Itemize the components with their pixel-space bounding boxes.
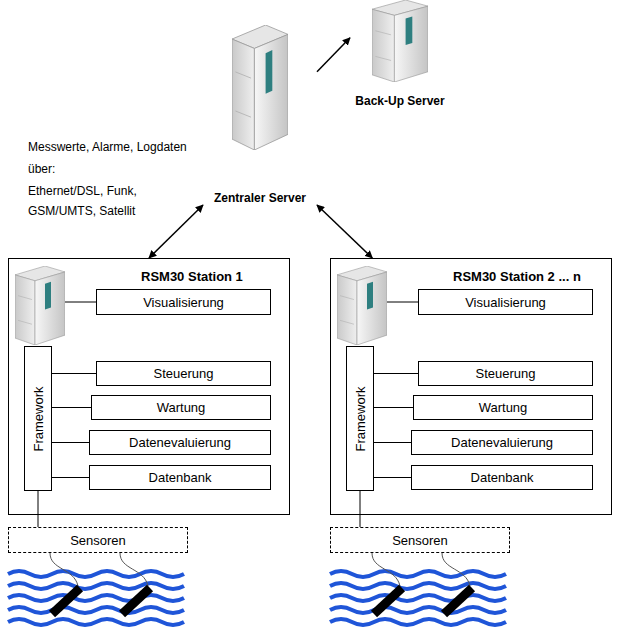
module-box: Datenevaluierung	[411, 430, 593, 455]
module-box: Visualisierung	[418, 289, 593, 315]
module-box: Visualisierung	[96, 289, 271, 315]
server-label: Back-Up Server	[350, 94, 450, 108]
data-arrow	[317, 38, 350, 72]
box-label: Steuerung	[476, 366, 536, 381]
module-box: Datenbank	[411, 465, 593, 490]
sensor-box: Sensoren	[330, 527, 510, 553]
box-label: Visualisierung	[465, 295, 546, 310]
module-box: Datenevaluierung	[89, 430, 271, 455]
box-label: Wartung	[479, 400, 528, 415]
box-label: Visualisierung	[143, 295, 224, 310]
box-label: Datenbank	[471, 470, 534, 485]
link-line	[52, 407, 91, 408]
sensor-box: Sensoren	[8, 527, 188, 553]
box-label: Sensoren	[70, 533, 126, 548]
box-label: Sensoren	[392, 533, 448, 548]
module-box: Wartung	[413, 395, 593, 420]
wire	[65, 302, 96, 303]
data-arrow	[317, 205, 372, 258]
station-box: RSM30 Station 2 ... n VisualisierungFrame…	[330, 258, 612, 515]
transport-note: Messwerte, Alarme, Logdaten	[28, 137, 228, 157]
water-sensors	[330, 553, 506, 625]
transport-note: über:	[28, 159, 228, 179]
framework-bar: Framework	[24, 346, 52, 491]
station-heading: RSM30 Station 2 ... n	[453, 269, 581, 284]
link-line	[52, 373, 96, 374]
link-line	[374, 442, 411, 443]
server-icon	[15, 266, 65, 345]
box-label: Datenevaluierung	[129, 435, 231, 450]
box-label: Wartung	[157, 400, 206, 415]
box-label: Framework	[353, 386, 368, 451]
box-label: Steuerung	[154, 366, 214, 381]
station-heading: RSM30 Station 1	[141, 269, 243, 284]
module-box: Wartung	[91, 395, 271, 420]
link-line	[374, 407, 413, 408]
link-line	[52, 442, 89, 443]
link-line	[374, 373, 418, 374]
water-sensors	[8, 553, 184, 625]
transport-note: Ethernet/DSL, Funk, GSM/UMTS, Satellit	[28, 181, 178, 221]
link-line	[374, 477, 411, 478]
module-box: Steuerung	[418, 361, 593, 386]
server-icon	[337, 266, 387, 345]
module-box: Steuerung	[96, 361, 271, 386]
server-label: Zentraler Server	[203, 191, 317, 205]
box-label: Datenevaluierung	[451, 435, 553, 450]
server-icon	[372, 0, 428, 82]
box-label: Datenbank	[149, 470, 212, 485]
data-arrow	[149, 205, 203, 258]
link-line	[360, 491, 361, 527]
link-line	[38, 491, 39, 527]
server-node: Back-Up Server	[350, 0, 450, 108]
framework-bar: Framework	[346, 346, 374, 491]
server-node: Zentraler Server	[203, 20, 317, 205]
box-label: Framework	[31, 386, 46, 451]
server-icon	[232, 25, 288, 150]
wire	[387, 302, 418, 303]
module-box: Datenbank	[89, 465, 271, 490]
link-line	[52, 477, 89, 478]
station-box: RSM30 Station 1 VisualisierungFramework St…	[8, 258, 290, 515]
